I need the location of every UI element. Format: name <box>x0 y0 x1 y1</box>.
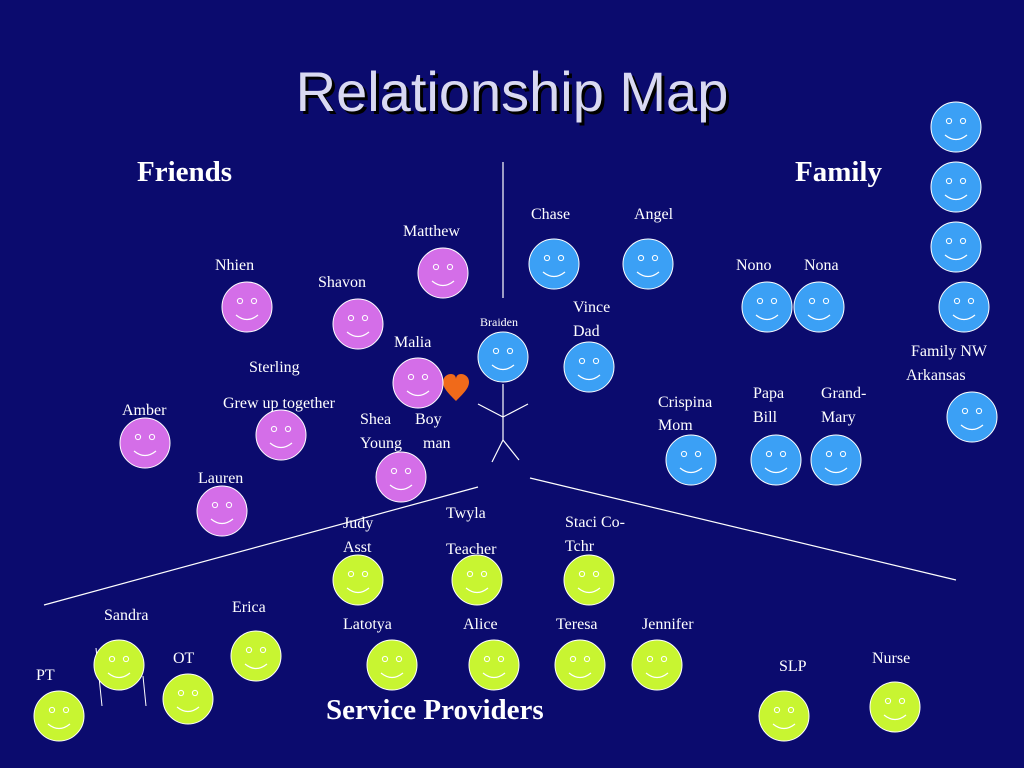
page-title: Relationship Map <box>295 60 729 123</box>
shea-young-boy-man-smiley-icon <box>375 451 427 503</box>
family-nw-1-smiley-icon <box>930 101 982 153</box>
erica-smiley-icon <box>230 630 282 682</box>
latotya-smiley-icon <box>366 639 418 691</box>
staci-smiley-icon <box>563 554 615 606</box>
sandra-label: Sandra <box>104 607 149 624</box>
twyla-label: Twyla <box>446 505 486 522</box>
heart-icon <box>443 374 469 401</box>
young-label: Young <box>360 435 402 452</box>
nono-smiley-icon <box>741 281 793 333</box>
vince-label: Vince <box>573 299 611 316</box>
papa-bill-smiley-icon <box>750 434 802 486</box>
sandra-smiley-icon <box>93 639 145 691</box>
grew-up-together-label: Grew up together <box>223 395 335 412</box>
grand-label: Grand- <box>821 385 867 402</box>
bill-label: Bill <box>753 409 778 426</box>
shea-label: Shea <box>360 411 392 428</box>
tchr-label: Tchr <box>565 538 595 555</box>
alice-smiley-icon <box>468 639 520 691</box>
sterling-smiley-icon <box>255 409 307 461</box>
family-nw-arkansas-smiley-icon <box>946 391 998 443</box>
ot-smiley-icon <box>162 673 214 725</box>
staci-label: Staci Co- <box>565 514 625 531</box>
mary-label: Mary <box>821 409 856 426</box>
chase-label: Chase <box>531 206 571 223</box>
teresa-smiley-icon <box>554 639 606 691</box>
grand-mary-smiley-icon <box>810 434 862 486</box>
family-nw-3-smiley-icon <box>930 221 982 273</box>
matthew-label: Matthew <box>403 223 460 240</box>
shavon-smiley-icon <box>332 298 384 350</box>
amber-label: Amber <box>122 402 167 419</box>
judy-label: Judy <box>343 515 374 532</box>
erica-label: Erica <box>232 599 266 616</box>
slp-label: SLP <box>779 658 807 675</box>
ot-label: OT <box>173 650 195 667</box>
lauren-label: Lauren <box>198 470 244 487</box>
pt-label: PT <box>36 667 55 684</box>
family-nw-label: Family NW <box>911 343 987 360</box>
judy-asst-smiley-icon <box>332 554 384 606</box>
nurse-smiley-icon <box>869 681 921 733</box>
family-nw-2-smiley-icon <box>930 161 982 213</box>
teacher-label: Teacher <box>446 541 497 558</box>
braiden-label: Braiden <box>480 315 518 329</box>
divider-left <box>43 486 479 606</box>
jennifer-smiley-icon <box>631 639 683 691</box>
pt-smiley-icon <box>33 690 85 742</box>
malia-label: Malia <box>394 334 432 351</box>
braiden-smiley-icon <box>477 331 529 383</box>
boy-label: Boy <box>415 411 442 428</box>
nono-label: Nono <box>736 257 772 274</box>
angel-label: Angel <box>634 206 674 223</box>
crispina-label: Crispina <box>658 394 713 411</box>
amber-smiley-icon <box>119 417 171 469</box>
papa-label: Papa <box>753 385 785 402</box>
service-providers-heading: Service Providers <box>326 694 544 726</box>
sterling-label: Sterling <box>249 359 300 376</box>
family-heading: Family <box>795 156 882 188</box>
family-nw-4-smiley-icon <box>938 281 990 333</box>
latotya-label: Latotya <box>343 616 392 633</box>
man-label: man <box>423 435 451 452</box>
malia-smiley-icon <box>392 357 444 409</box>
chase-smiley-icon <box>528 238 580 290</box>
asst-label: Asst <box>343 539 372 556</box>
nona-smiley-icon <box>793 281 845 333</box>
matthew-smiley-icon <box>417 247 469 299</box>
lauren-smiley-icon <box>196 485 248 537</box>
nona-label: Nona <box>804 257 839 274</box>
teresa-label: Teresa <box>556 616 598 633</box>
vince-dad-smiley-icon <box>563 341 615 393</box>
braiden-stick-figure <box>477 384 529 463</box>
dad-label: Dad <box>573 323 600 340</box>
crispina-mom-smiley-icon <box>665 434 717 486</box>
nhien-smiley-icon <box>221 281 273 333</box>
shavon-label: Shavon <box>318 274 366 291</box>
arkansas-label: Arkansas <box>906 367 966 384</box>
nhien-label: Nhien <box>215 257 255 274</box>
angel-smiley-icon <box>622 238 674 290</box>
friends-heading: Friends <box>137 156 233 188</box>
jennifer-label: Jennifer <box>642 616 694 633</box>
slp-smiley-icon <box>758 690 810 742</box>
divider-right <box>529 477 957 581</box>
alice-label: Alice <box>463 616 498 633</box>
nurse-label: Nurse <box>872 650 911 667</box>
mom-label: Mom <box>658 417 693 434</box>
twyla-teacher-smiley-icon <box>451 554 503 606</box>
